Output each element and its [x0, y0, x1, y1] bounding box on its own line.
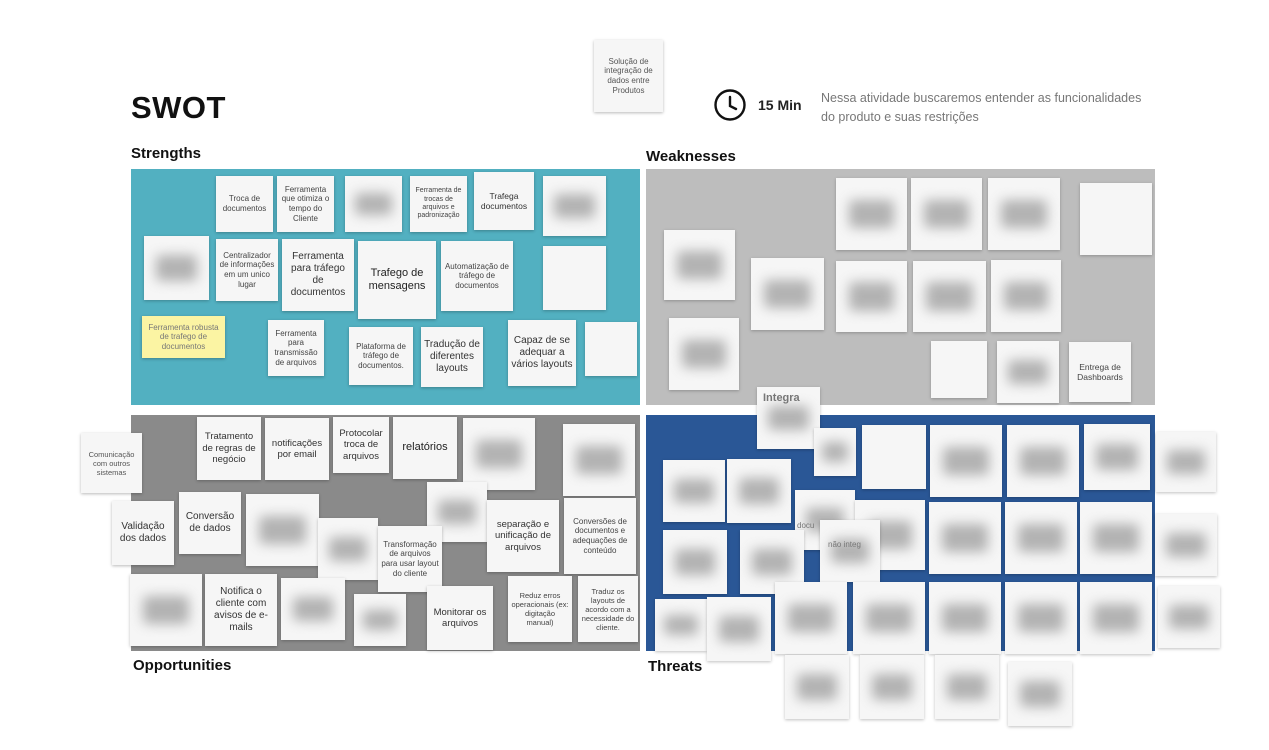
blurred-note[interactable]: [997, 341, 1059, 403]
clock-icon: [714, 89, 746, 121]
blurred-note[interactable]: [318, 518, 378, 580]
blurred-note[interactable]: [814, 428, 856, 476]
timer-label: 15 Min: [758, 97, 802, 113]
blurred-note[interactable]: [1084, 424, 1150, 490]
blurred-note[interactable]: [929, 582, 1001, 654]
fragment-text: não integ: [828, 540, 861, 549]
blurred-note[interactable]: [775, 582, 847, 654]
blurred-note[interactable]: [1007, 425, 1079, 497]
sticky-note[interactable]: Comunicação com outros sistemas: [81, 433, 142, 493]
sticky-note[interactable]: Automatização de tráfego de documentos: [441, 241, 513, 311]
blurred-note[interactable]: [345, 176, 402, 232]
sticky-note[interactable]: Entrega de Dashboards: [1069, 342, 1131, 402]
blurred-note[interactable]: [1158, 586, 1220, 648]
sticky-note[interactable]: Reduz erros operacionais (ex: digitação …: [508, 576, 572, 642]
sticky-note-yellow[interactable]: Ferramenta robusta de trafego de documen…: [142, 316, 225, 358]
sticky-note[interactable]: Centralizador de informações em um unico…: [216, 239, 278, 301]
board-title: SWOT: [131, 90, 226, 125]
blurred-note[interactable]: [988, 178, 1060, 250]
sticky-note[interactable]: Tradução de diferentes layouts: [421, 327, 483, 387]
blurred-note[interactable]: [664, 230, 735, 300]
sticky-note[interactable]: Conversão de dados: [179, 492, 241, 554]
blurred-note[interactable]: [281, 578, 345, 640]
sticky-note[interactable]: Trafego de mensagens: [358, 241, 436, 319]
blurred-note[interactable]: [669, 318, 739, 390]
sticky-note[interactable]: Protocolar troca de arquivos: [333, 417, 389, 473]
sticky-note[interactable]: Validação dos dados: [112, 501, 174, 565]
blurred-note[interactable]: [751, 258, 824, 330]
sticky-note[interactable]: Capaz de se adequar a vários layouts: [508, 320, 576, 386]
sticky-note[interactable]: Notifica o cliente com avisos de e-mails: [205, 574, 277, 646]
blurred-note[interactable]: [427, 482, 487, 542]
fragment-text: docu: [797, 521, 815, 530]
sticky-note[interactable]: separação e unificação de arquivos: [487, 500, 559, 572]
blurred-note[interactable]: [144, 236, 209, 300]
blurred-note[interactable]: [820, 520, 880, 582]
fragment-text: Integra: [763, 392, 800, 404]
blurred-note[interactable]: [929, 502, 1001, 574]
blurred-note[interactable]: [1005, 502, 1077, 574]
blurred-note[interactable]: [1005, 582, 1077, 654]
blurred-note[interactable]: [911, 178, 982, 250]
activity-description: Nessa atividade buscaremos entender as f…: [821, 91, 1142, 124]
blurred-note[interactable]: [860, 655, 924, 719]
blurred-note[interactable]: [1156, 432, 1216, 492]
sticky-note[interactable]: Ferramenta que otimiza o tempo do Client…: [277, 176, 334, 232]
blurred-note[interactable]: [862, 425, 926, 489]
opportunities-label: Opportunities: [133, 657, 232, 674]
sticky-note[interactable]: Ferramenta de trocas de arquivos e padro…: [410, 176, 467, 232]
blurred-note[interactable]: [930, 425, 1002, 497]
blurred-note[interactable]: [707, 597, 771, 661]
blurred-note[interactable]: [1080, 582, 1152, 654]
blurred-note[interactable]: [1008, 662, 1072, 726]
blurred-note[interactable]: [543, 246, 606, 310]
sticky-note[interactable]: Transformação de arquivos para usar layo…: [378, 526, 442, 592]
blurred-note[interactable]: [785, 655, 849, 719]
sticky-note[interactable]: relatórios: [393, 417, 457, 479]
blurred-note[interactable]: [543, 176, 606, 236]
blurred-note[interactable]: [853, 582, 925, 654]
blurred-note[interactable]: [935, 655, 999, 719]
sticky-note[interactable]: Ferramenta para transmissão de arquivos: [268, 320, 324, 376]
blurred-note[interactable]: [757, 387, 820, 449]
sticky-note[interactable]: notificações por email: [265, 418, 329, 480]
sticky-note[interactable]: Traduz os layouts de acordo com a necess…: [578, 576, 638, 642]
blurred-note[interactable]: [991, 260, 1061, 332]
blurred-note[interactable]: [246, 494, 319, 566]
blurred-note[interactable]: [913, 261, 986, 332]
blurred-note[interactable]: [836, 178, 907, 250]
sticky-note[interactable]: Plataforma de tráfego de documentos.: [349, 327, 413, 385]
blurred-note[interactable]: [663, 530, 727, 594]
sticky-note[interactable]: Troca de documentos: [216, 176, 273, 232]
blurred-note[interactable]: [727, 459, 791, 523]
sticky-note[interactable]: Ferramenta para tráfego de documentos: [282, 239, 354, 311]
blurred-note[interactable]: [563, 424, 635, 496]
sticky-note-top[interactable]: Solução de integração de dados entre Pro…: [594, 40, 663, 112]
blurred-note[interactable]: [1080, 502, 1152, 574]
blurred-note[interactable]: [663, 460, 725, 522]
blurred-note[interactable]: [655, 599, 707, 651]
blurred-note[interactable]: [585, 322, 637, 376]
weaknesses-label: Weaknesses: [646, 148, 736, 165]
blurred-note[interactable]: [1155, 514, 1217, 576]
blurred-note[interactable]: [836, 261, 907, 332]
blurred-note[interactable]: [463, 418, 535, 490]
blurred-note[interactable]: [354, 594, 406, 646]
sticky-note[interactable]: Tratamento de regras de negócio: [197, 417, 261, 480]
sticky-note[interactable]: Conversões de documentos e adequações de…: [564, 498, 636, 574]
sticky-note[interactable]: Trafega documentos: [474, 172, 534, 230]
blurred-note[interactable]: [931, 341, 987, 398]
sticky-note[interactable]: Monitorar os arquivos: [427, 586, 493, 650]
threats-label: Threats: [648, 658, 703, 675]
strengths-label: Strengths: [131, 145, 202, 162]
blurred-note[interactable]: [130, 574, 202, 646]
blurred-note[interactable]: [1080, 183, 1152, 255]
